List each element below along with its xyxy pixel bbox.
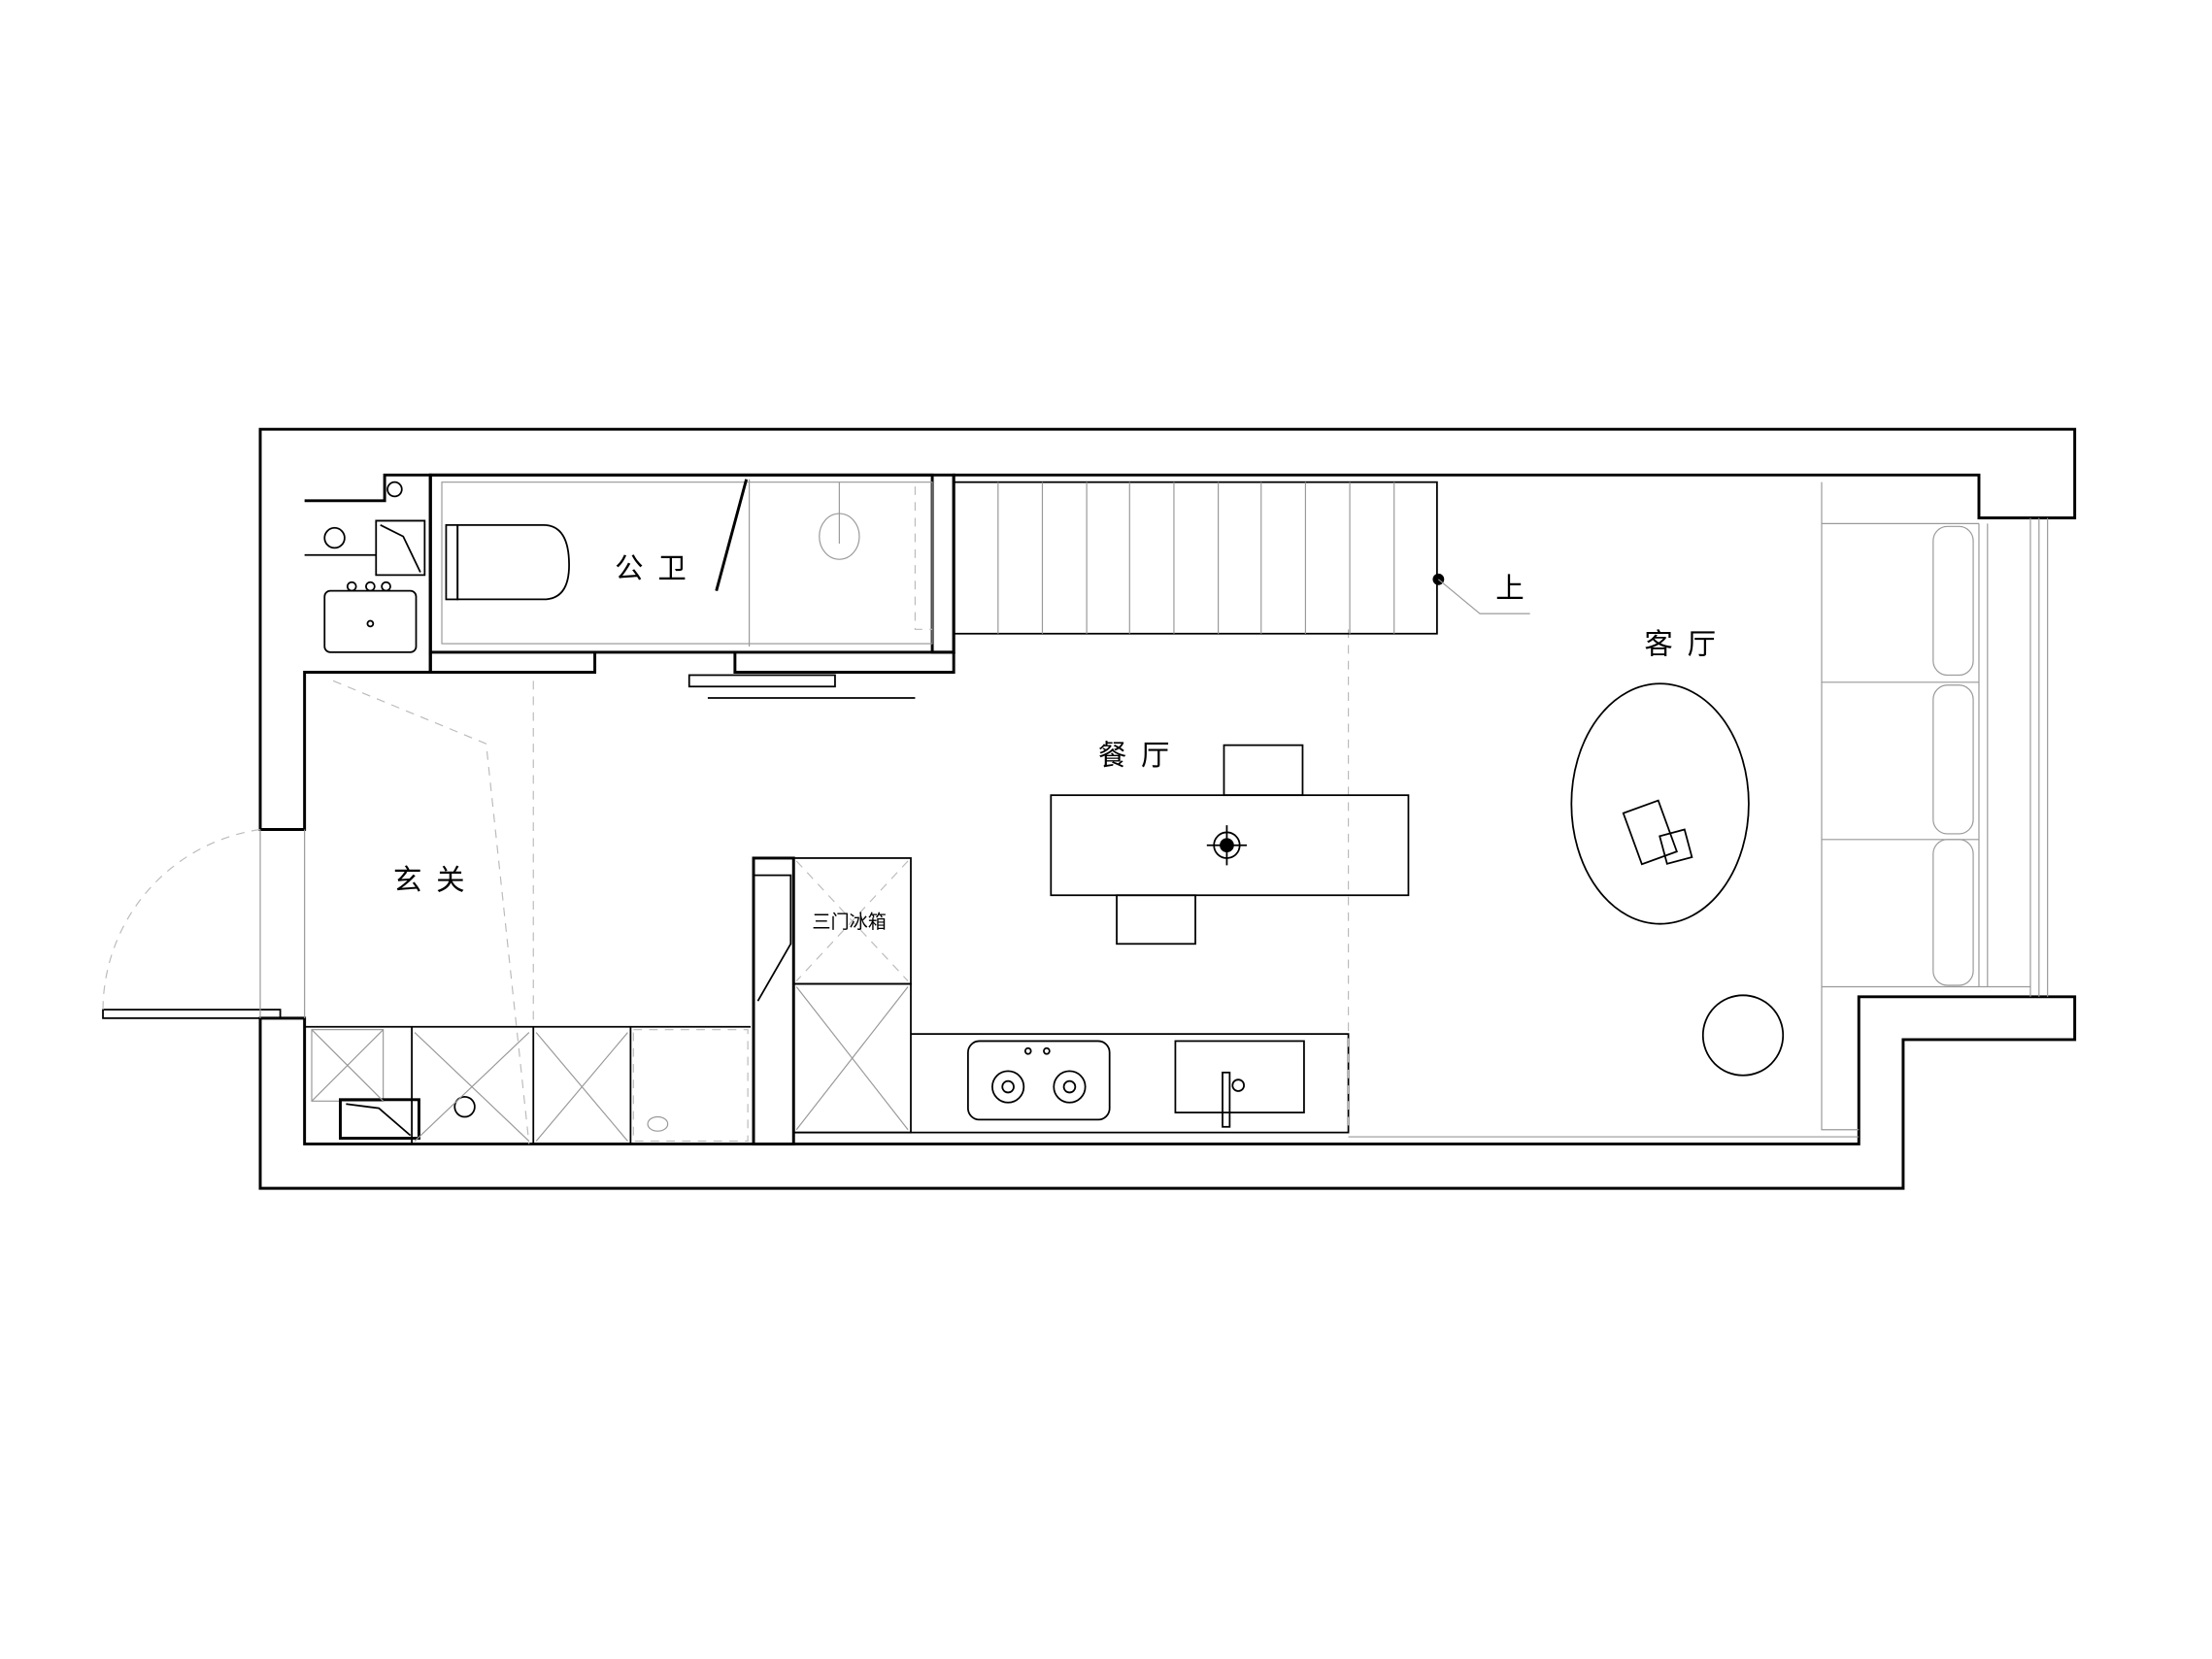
sink-icon xyxy=(1174,1040,1305,1113)
staircase: 上 xyxy=(953,481,1538,635)
stairs-up-label: 上 xyxy=(1495,572,1538,605)
utility-corner xyxy=(304,473,432,673)
room-label-dining: 餐厅 xyxy=(1098,739,1184,772)
outer-wall-bottom xyxy=(258,995,2077,1190)
room-label-entrance: 玄关 xyxy=(393,863,479,896)
dining-table xyxy=(1050,744,1410,946)
bathroom: 公卫 xyxy=(428,473,955,699)
kitchen-counter xyxy=(793,1033,1350,1134)
fridge-label: 三门冰箱 xyxy=(812,911,886,933)
living-room: 客厅 xyxy=(1348,481,2049,1138)
room-label-bathroom: 公卫 xyxy=(615,551,700,584)
entrance-door[interactable] xyxy=(102,828,306,1019)
stove-icon xyxy=(991,1046,1087,1104)
entrance-cabinets xyxy=(304,1025,752,1145)
room-label-living: 客厅 xyxy=(1644,627,1729,660)
fridge: 三门冰箱 xyxy=(752,856,912,1145)
